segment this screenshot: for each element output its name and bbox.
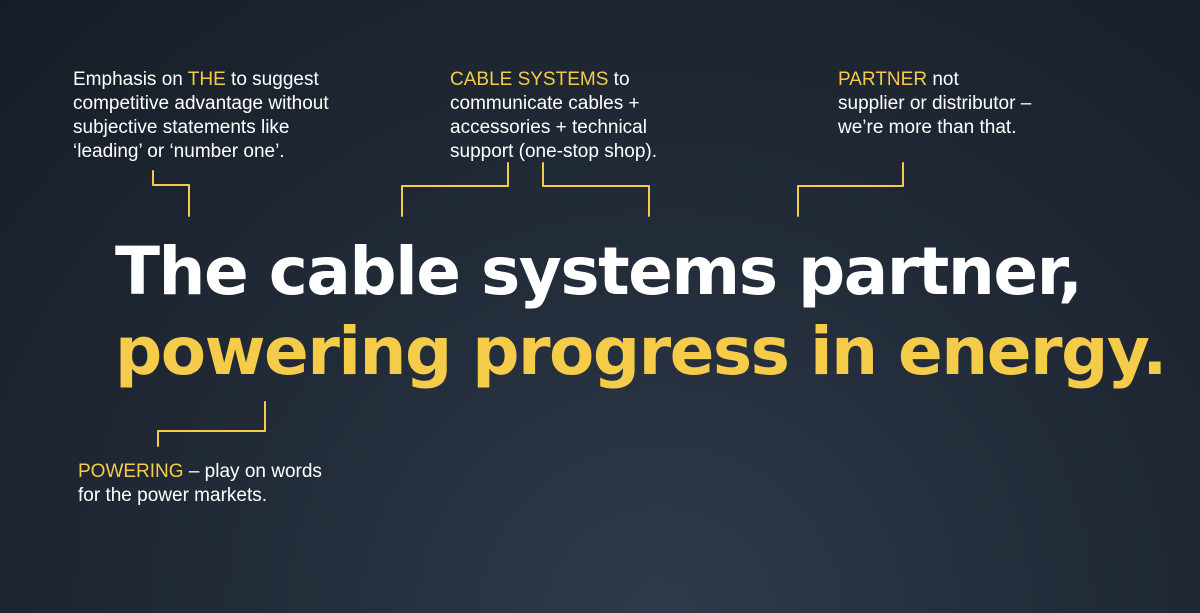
annotation-the-text: to suggest competitive advantage without…	[73, 69, 329, 162]
annotation-partner: PARTNER not supplier or distributor – we…	[838, 68, 1128, 140]
headline-line-2: powering progress in energy.	[115, 313, 1167, 390]
annotation-partner-highlight: PARTNER	[838, 69, 928, 90]
annotation-cable-systems-highlight: CABLE SYSTEMS	[450, 69, 609, 90]
annotation-powering-highlight: POWERING	[78, 461, 184, 482]
bracket-powering	[157, 401, 266, 447]
annotation-cable-systems: CABLE SYSTEMS to communicate cables + ac…	[450, 68, 710, 164]
annotation-the: Emphasis on THE to suggest competitive a…	[73, 68, 383, 164]
headline: The cable systems partner, powering prog…	[115, 232, 1167, 392]
annotation-partner-text: not supplier or distributor – we’re more…	[838, 69, 1032, 138]
bracket-the	[152, 170, 190, 217]
annotation-cable-systems-text: to communicate cables + accessories + te…	[450, 69, 658, 162]
bracket-partner	[797, 162, 904, 217]
annotation-powering: POWERING – play on words for the power m…	[78, 460, 378, 508]
bracket-cable-left	[401, 162, 509, 217]
annotation-powering-text: – play on words for the power markets.	[78, 461, 322, 506]
headline-line-1: The cable systems partner,	[115, 233, 1083, 310]
bracket-cable-right	[542, 162, 650, 217]
annotation-the-pre: Emphasis on	[73, 69, 188, 90]
annotation-the-highlight: THE	[187, 69, 226, 90]
